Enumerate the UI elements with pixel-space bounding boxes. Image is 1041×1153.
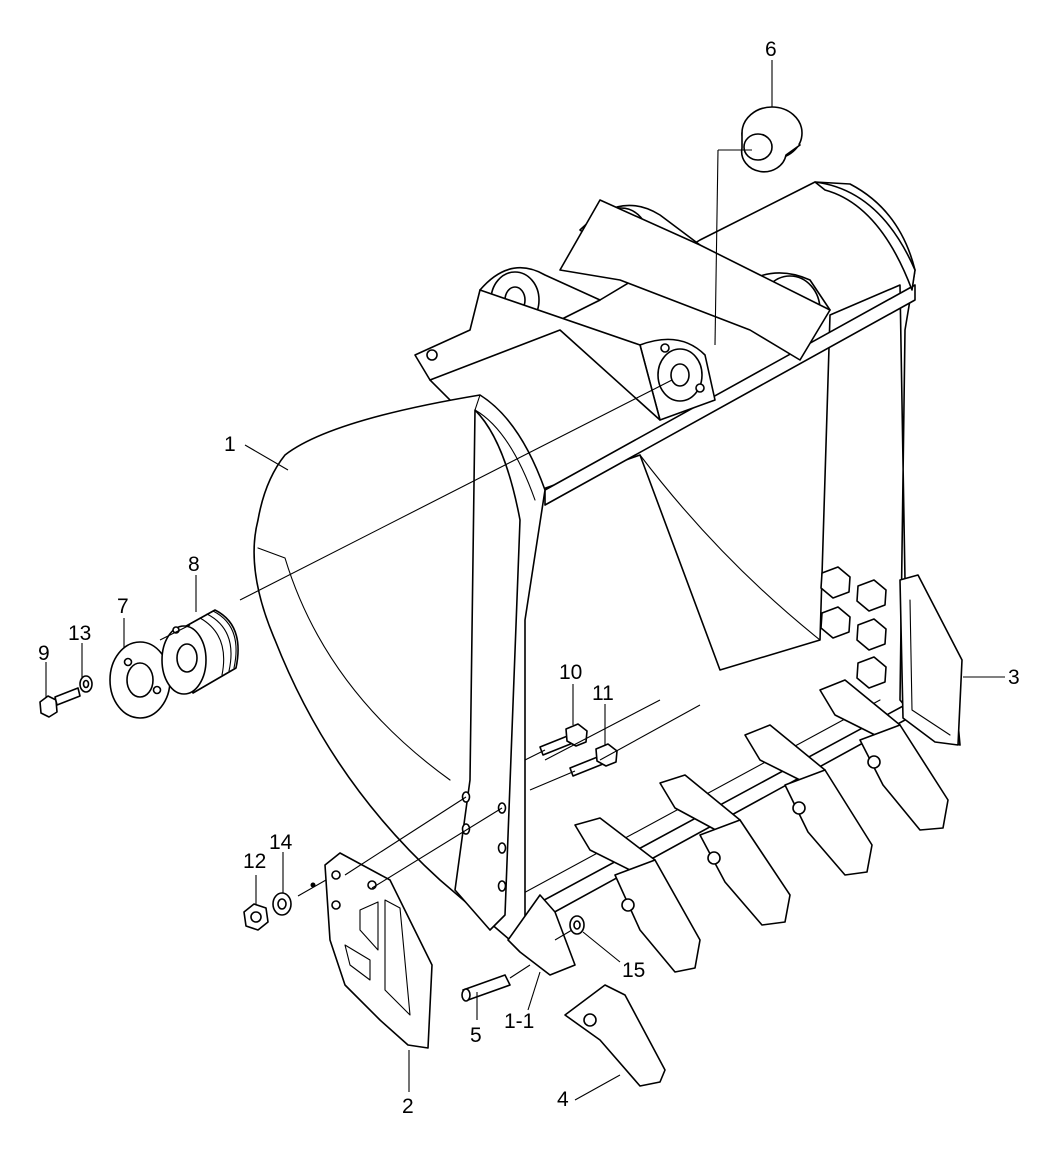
callout-9: 9	[38, 642, 50, 665]
side-bolt-holes	[461, 791, 507, 892]
side-cutter-left-hole-1	[331, 870, 341, 880]
side-cutter-left-hole-3	[331, 900, 341, 910]
bolt-9	[39, 687, 81, 718]
tooth-4-pin-hole	[583, 1013, 597, 1027]
callout-13: 13	[68, 622, 91, 645]
side-cutter-left-window-3	[344, 944, 371, 981]
callout-11: 11	[592, 682, 614, 705]
right-cutter-bolts	[820, 566, 887, 689]
washer-13	[79, 675, 93, 693]
pin-5	[461, 974, 511, 1002]
callout-2: 2	[402, 1095, 414, 1118]
callout-15: 15	[622, 959, 645, 982]
side-cutter-left-window-1	[359, 901, 379, 951]
callout-3: 3	[1008, 666, 1020, 689]
right-side-plate	[814, 181, 916, 291]
bucket-body	[253, 181, 961, 941]
callout-1-1: 1-1	[504, 1010, 534, 1033]
assembly-lines	[159, 149, 752, 979]
callout-leaders	[45, 60, 1005, 1101]
tooth-4	[564, 984, 666, 1087]
link-plate-left	[414, 289, 661, 421]
callout-1: 1	[224, 433, 236, 456]
bushing-6	[740, 106, 803, 173]
spacer-8	[161, 609, 239, 695]
adapter-1-1	[507, 894, 576, 976]
shim-plate-7	[109, 641, 171, 719]
side-cutter-left	[324, 852, 433, 1049]
side-cutter-left-window-2	[384, 899, 411, 1016]
callout-10: 10	[559, 661, 582, 684]
link-plate-right	[559, 199, 831, 361]
tooth-and-adapter-1	[574, 817, 701, 973]
side-cutter-right-inner	[909, 599, 951, 736]
bucket-floor-line	[639, 454, 821, 641]
nut-12	[243, 903, 269, 931]
washer-14	[272, 892, 292, 916]
callout-12: 12	[243, 850, 266, 873]
callout-8: 8	[188, 553, 200, 576]
callout-7: 7	[117, 595, 129, 618]
callout-6: 6	[765, 38, 777, 61]
bolt-11	[569, 743, 618, 777]
plate-hole	[426, 349, 438, 361]
retainer-15	[569, 915, 585, 935]
tooth-and-adapter-3	[744, 724, 873, 876]
boss-lower-front	[639, 338, 716, 421]
left-side-strip	[454, 409, 521, 931]
leader-dot	[310, 882, 316, 888]
callout-14: 14	[269, 831, 293, 854]
tooth-and-adapter-4	[819, 679, 949, 831]
callout-labels: 1 6 8 7 13 9 10 11 3 12 14 2 5 1-1 15 4	[38, 38, 1020, 1118]
boss-upper-front	[479, 266, 601, 331]
bucket-shell-inner-edge	[257, 547, 451, 781]
side-cutter-right	[899, 574, 963, 746]
tooth-set	[574, 679, 949, 973]
tooth-and-adapter-2	[659, 774, 791, 926]
callout-4: 4	[557, 1088, 569, 1111]
callout-5: 5	[470, 1024, 482, 1047]
